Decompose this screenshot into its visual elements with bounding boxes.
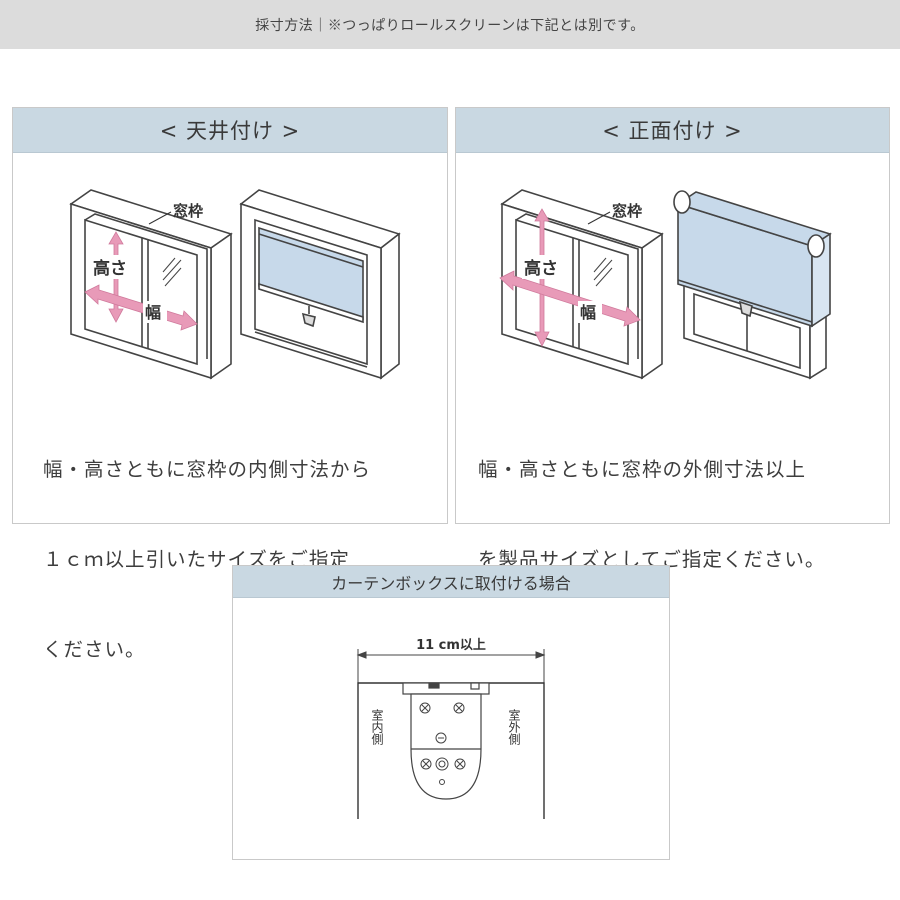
window-with-blind-drawing <box>239 189 401 380</box>
frame-label: 窓枠 <box>173 202 203 220</box>
ceiling-mount-title: < 天井付け > <box>13 108 447 153</box>
outside-label: 室外側 <box>507 708 521 745</box>
curtain-box-diagram: 11 cm以上 室内側 室外側 <box>356 638 546 819</box>
width-label: 幅 <box>580 303 596 322</box>
ceiling-desc-line-3: ください。 <box>43 638 146 661</box>
curtain-box-title: カーテンボックスに取付ける場合 <box>233 566 669 598</box>
height-label: 高さ <box>93 258 127 279</box>
width-label: 幅 <box>145 303 161 322</box>
inside-label: 室内側 <box>370 708 384 745</box>
height-label: 高さ <box>524 258 558 279</box>
frame-label: 窓枠 <box>612 202 642 220</box>
front-mount-title: < 正面付け > <box>456 108 889 153</box>
bracket-screws <box>419 702 466 785</box>
front-mount-panel: < 正面付け > 窓枠 高さ 幅 <box>455 107 890 571</box>
front-desc-line-1: 幅・高さともに窓枠の外側寸法以上 <box>478 458 807 481</box>
mounting-bracket <box>402 682 490 800</box>
header-text: 採寸方法｜※つっぱりロールスクリーンは下記とは別です。 <box>255 17 645 34</box>
curtain-box-panel: カーテンボックスに取付ける場合 11 cm以上 <box>232 565 670 860</box>
front-mount-title-text: < 正面付け > <box>602 119 743 143</box>
page-header: 採寸方法｜※つっぱりロールスクリーンは下記とは別です。 <box>0 0 900 49</box>
window-frame-drawing <box>69 189 233 380</box>
window-with-front-blind-drawing <box>673 190 832 380</box>
curtain-box-title-text: カーテンボックスに取付ける場合 <box>331 573 571 593</box>
ceiling-mount-description: 幅・高さともに窓枠の内側寸法から １ｃｍ以上引いたサイズをご指定 ください。 <box>43 395 371 725</box>
front-mount-illustration: 窓枠 高さ 幅 <box>499 189 832 380</box>
ceiling-mount-title-text: < 天井付け > <box>159 119 301 143</box>
ceiling-desc-line-1: 幅・高さともに窓枠の内側寸法から <box>43 458 372 481</box>
dimension-label: 11 cm以上 <box>416 638 486 653</box>
dimension-line <box>356 649 546 683</box>
ceiling-mount-illustration: 窓枠 高さ 幅 <box>69 189 401 380</box>
ceiling-mount-panel: < 天井付け > 窓枠 高さ 幅 <box>12 107 448 661</box>
